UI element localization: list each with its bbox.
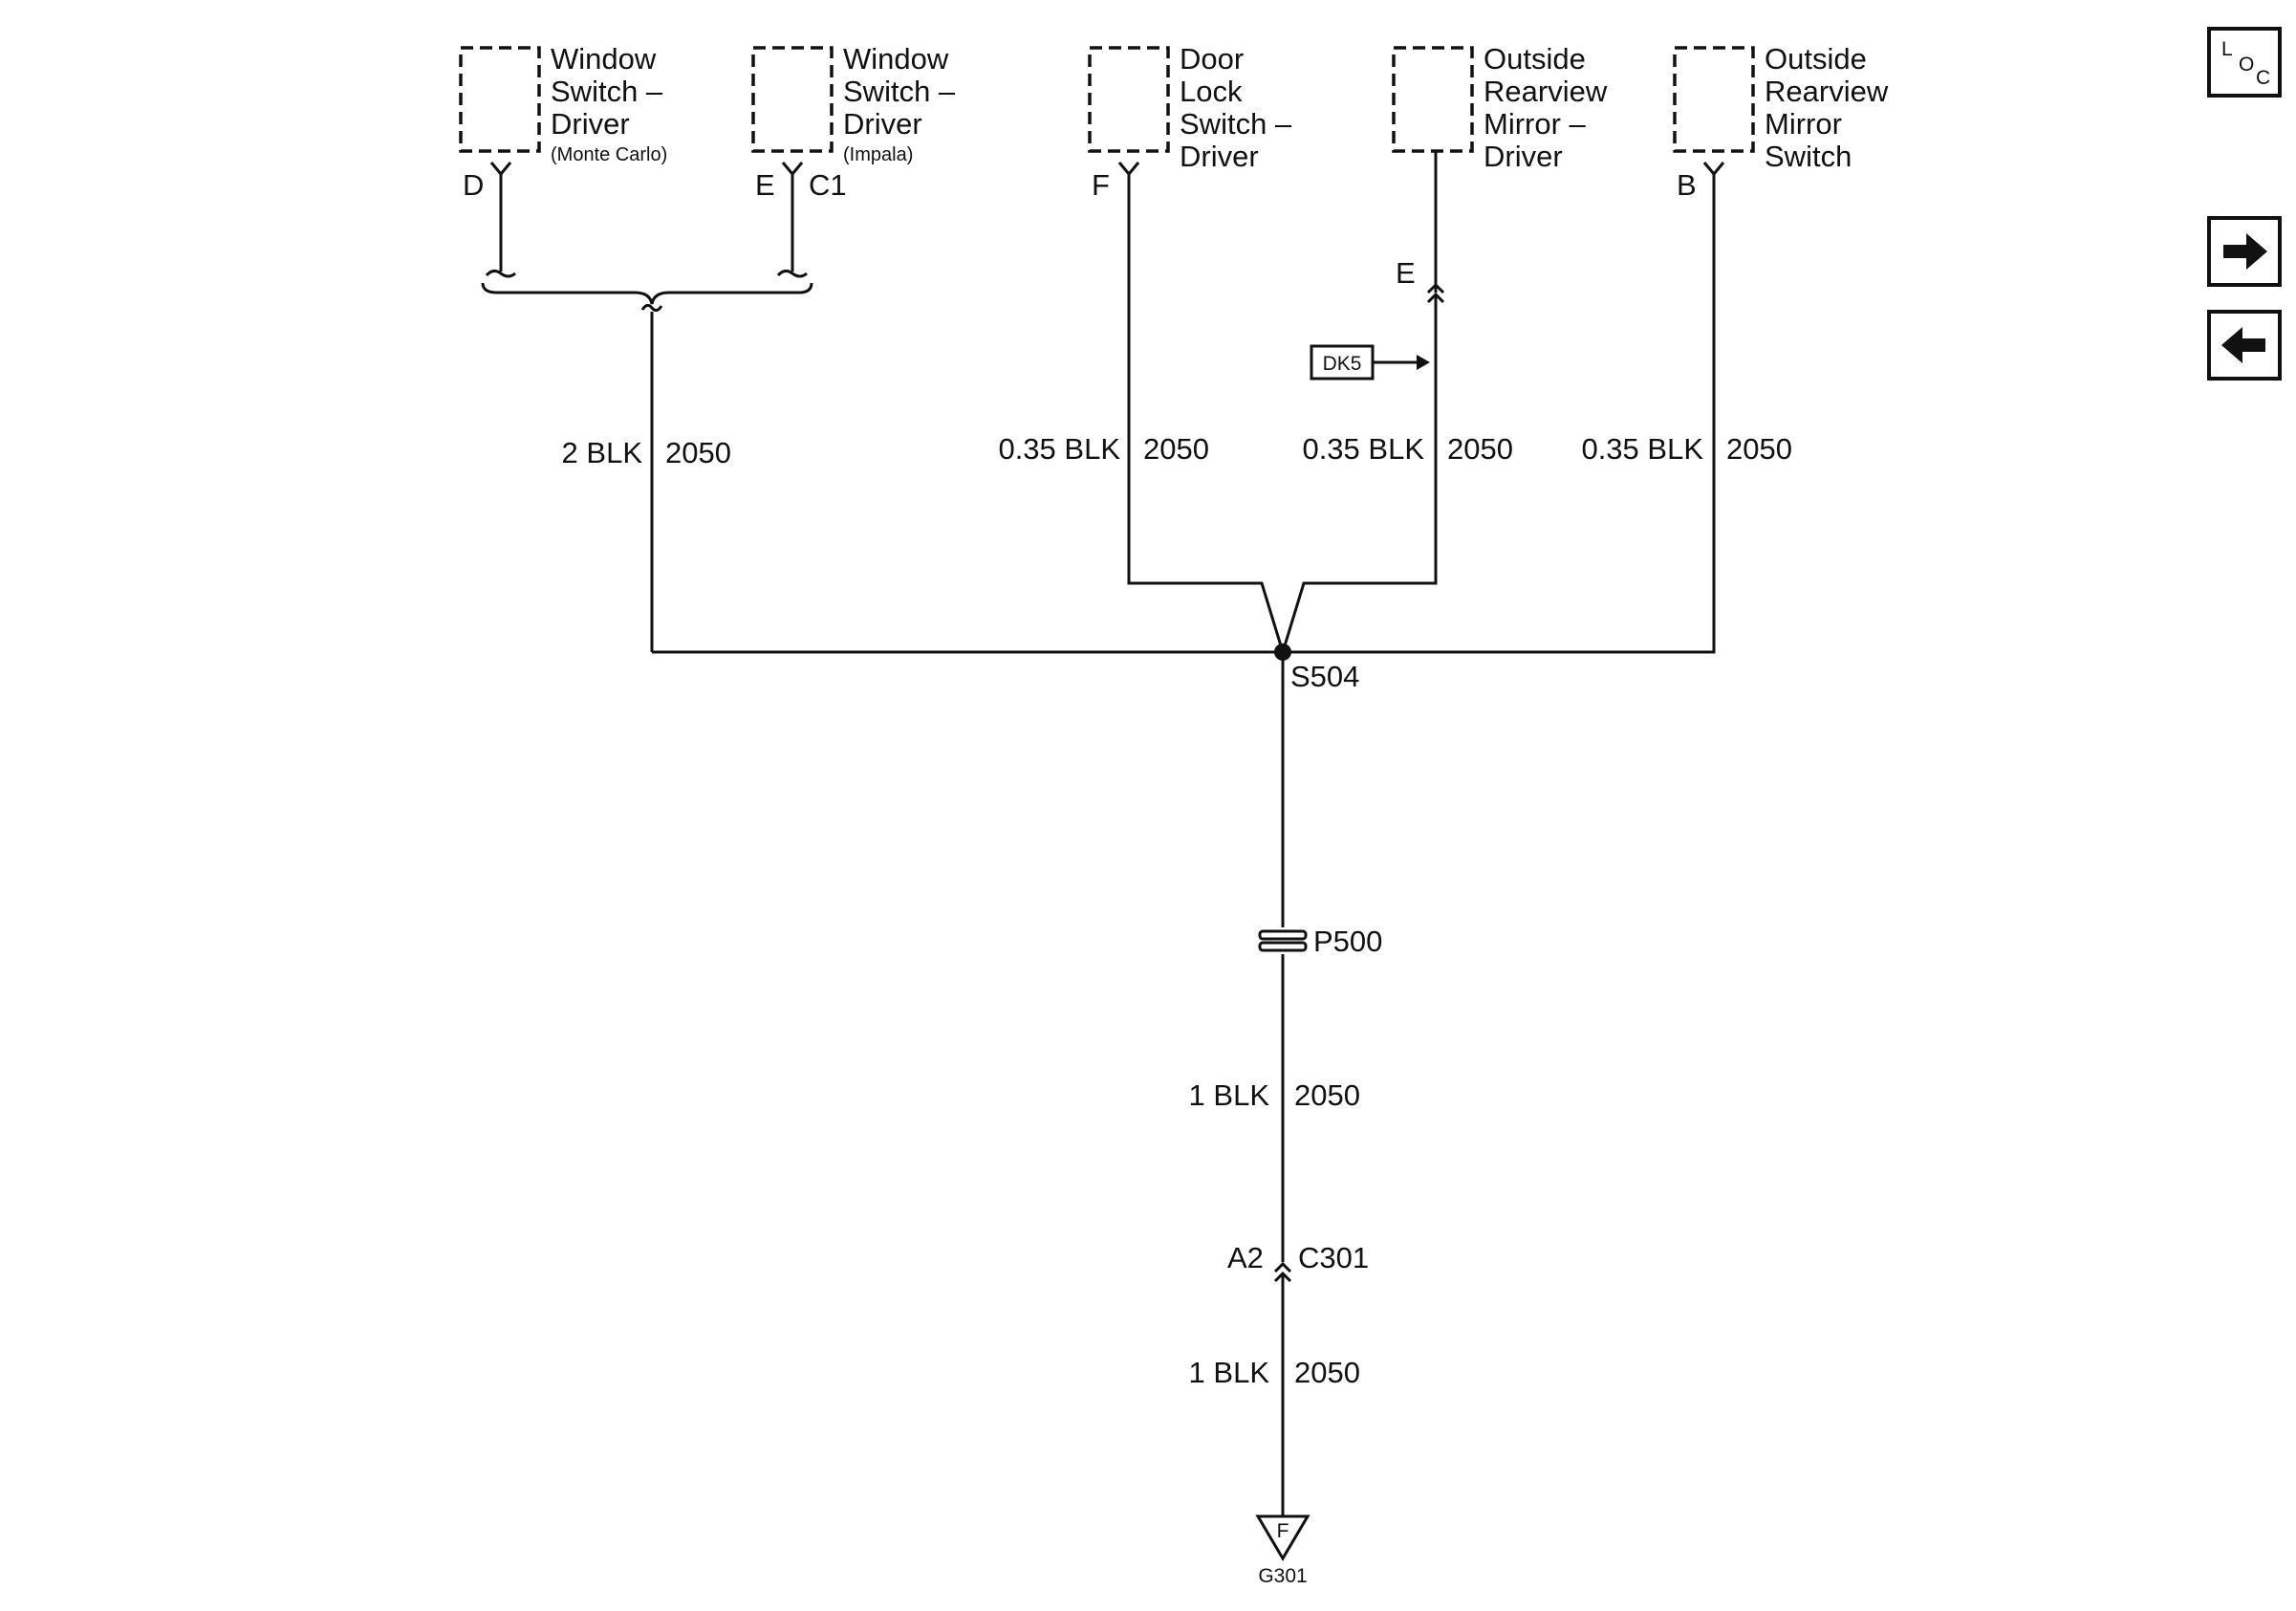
ground-g301: F G301 [1255,1514,1310,1587]
component-box [1673,46,1755,153]
wire-circuit-label: 2050 [1294,1356,1360,1389]
component-label-line: Mirror [1765,107,1842,141]
component-label-line: Outside [1765,42,1867,76]
pass-through-symbol [1258,929,1308,941]
wire-gauge-label: 0.35 BLK [1581,432,1703,466]
pin-connector-symbol [781,162,804,184]
loc-button-frame [2207,27,2282,98]
component-note: (Monte Carlo) [551,144,667,165]
reference-box [1310,344,1375,381]
arrow-head-icon [1417,355,1430,370]
component-box [1392,46,1474,153]
component-label-line: Switch – [551,75,663,108]
reference-label: DK5 [1323,353,1362,375]
wire-gauge-label: 0.35 BLK [1302,432,1424,466]
component-label-line: Driver [843,107,922,141]
window-switch-wiring [481,184,813,652]
pin-label: D [463,168,484,202]
component-label-line: Lock [1180,75,1243,108]
pin-label: F [1092,168,1110,202]
wire-gauge-label: 1 BLK [1189,1356,1270,1389]
outside-rearview-mirror-switch: Outside Rearview Mirror Switch B [1673,42,1889,202]
loc-letter: L [2221,38,2233,60]
component-label-line: Switch [1765,140,1852,173]
component-label-line: Switch – [1180,107,1292,141]
wire-mirror-driver [1281,294,1438,653]
dk5-reference: DK5 [1310,344,1430,381]
c301-connector: A2 C301 [1227,1241,1369,1283]
wire-mirror-switch [1283,184,1716,654]
option-break-mark [485,269,516,278]
outside-rearview-mirror-driver: Outside Rearview Mirror – Driver E [1392,42,1608,290]
component-label-line: Mirror – [1484,107,1587,141]
pin-label: B [1677,168,1697,202]
pin-label: E [1396,256,1416,290]
component-box [459,46,541,153]
component-label-line: Door [1180,42,1244,76]
component-label-line: Switch – [843,75,956,108]
component-note: (Impala) [843,144,913,165]
loc-button[interactable]: L O C [2207,27,2282,98]
connector-label: C1 [809,168,847,202]
component-box [751,46,834,153]
wire-circuit-label: 2050 [1447,432,1513,466]
ground-label: G301 [1258,1565,1307,1587]
wire-labels: 2 BLK 2050 0.35 BLK 2050 0.35 BLK 2050 0… [562,432,1792,1389]
pin-symbols [489,162,1725,184]
window-switch-driver-monte-carlo: Window Switch – Driver (Monte Carlo) D [459,42,667,202]
option-break-mark [640,303,663,313]
mirror-driver-wiring [1281,151,1445,653]
arrow-left-icon [2221,327,2265,363]
door-lock-switch-driver: Door Lock Switch – Driver F [1088,42,1292,202]
component-label-line: Rearview [1765,75,1889,108]
window-switch-driver-impala: Window Switch – Driver (Impala) E C1 [751,42,956,202]
ground-letter: F [1277,1520,1289,1542]
option-break-mark [776,269,808,278]
component-label-line: Window [551,42,657,76]
pin-connector-symbol [1117,162,1140,184]
splice-label: S504 [1290,660,1359,693]
wire-circuit-label: 2050 [1143,432,1209,466]
pin-connector-symbol [489,162,512,184]
wire-circuit-label: 2050 [1726,432,1792,466]
component-label-line: Window [843,42,949,76]
loc-letter: O [2239,54,2254,76]
connector-label: C301 [1298,1241,1369,1274]
wire-circuit-label: 2050 [665,436,731,469]
wire-door-lock [1127,184,1285,653]
back-button[interactable] [2207,310,2282,381]
component-label-line: Driver [1180,140,1259,173]
arrow-right-icon [2223,233,2267,270]
pin-connector-symbol [1702,162,1725,184]
component-label-line: Driver [551,107,630,141]
pin-label: E [755,168,775,202]
component-box [1088,46,1170,153]
p500-pass-through: P500 [1258,925,1382,958]
wire-gauge-label: 1 BLK [1189,1078,1270,1112]
component-label-line: Driver [1484,140,1563,173]
wire-gauge-label: 2 BLK [562,436,643,469]
pass-through-label: P500 [1313,925,1382,958]
connector-pin-label: A2 [1227,1241,1264,1274]
wire-circuit-label: 2050 [1294,1078,1360,1112]
loc-letter: C [2256,67,2270,89]
component-label-line: Rearview [1484,75,1608,108]
component-label-line: Outside [1484,42,1586,76]
forward-button[interactable] [2207,216,2282,287]
wire-gauge-label: 0.35 BLK [998,432,1120,466]
ground-icon [1255,1514,1310,1561]
option-brace [481,282,813,305]
pass-through-symbol [1258,941,1308,952]
